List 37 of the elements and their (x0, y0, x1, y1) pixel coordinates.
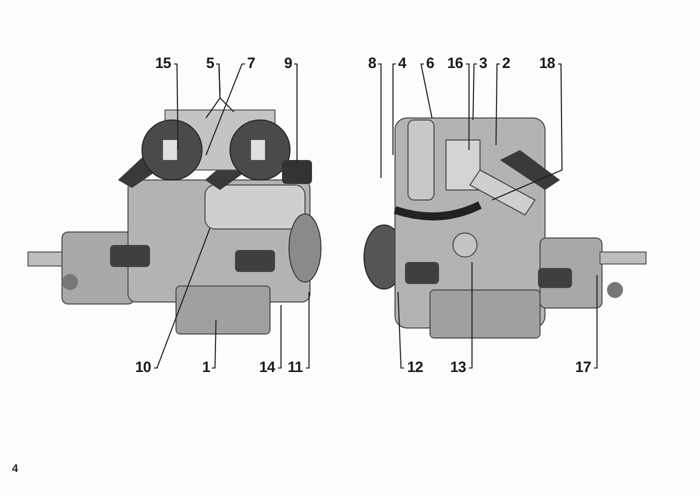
leader-line (392, 63, 396, 155)
leader-line (154, 228, 211, 369)
callout-number: 18 (536, 56, 558, 72)
leader-line (378, 63, 382, 178)
leader-line (420, 63, 433, 118)
leader-line (495, 63, 500, 145)
callout-number: 13 (447, 360, 469, 376)
callout-number: 5 (204, 56, 216, 72)
callout-number: 12 (404, 360, 426, 376)
leader-line (212, 320, 217, 369)
leader-line (294, 63, 298, 162)
callout-number: 6 (424, 56, 436, 72)
leader-line (174, 63, 179, 150)
leader-line (472, 63, 477, 120)
callout-number: 7 (245, 56, 257, 72)
callout-number: 15 (152, 56, 174, 72)
callout-number: 2 (500, 56, 512, 72)
leader-line (397, 292, 404, 369)
leader-line (492, 63, 563, 200)
leader-line (278, 305, 282, 369)
callout-number: 8 (366, 56, 378, 72)
callout-number: 1 (200, 360, 212, 376)
callout-number: 14 (256, 360, 278, 376)
page-number: 4 (12, 463, 18, 475)
callout-number: 16 (444, 56, 466, 72)
callout-number: 11 (284, 360, 306, 376)
callout-number: 3 (477, 56, 489, 72)
callout-number: 4 (396, 56, 408, 72)
leader-line (306, 292, 310, 369)
callout-number: 17 (572, 360, 594, 376)
leader-line (205, 63, 245, 156)
leader-line (469, 262, 473, 369)
callout-number: 9 (282, 56, 294, 72)
leader-line (466, 63, 470, 150)
leader-line (594, 275, 598, 369)
leader-line (216, 63, 234, 112)
callout-number: 10 (132, 360, 154, 376)
